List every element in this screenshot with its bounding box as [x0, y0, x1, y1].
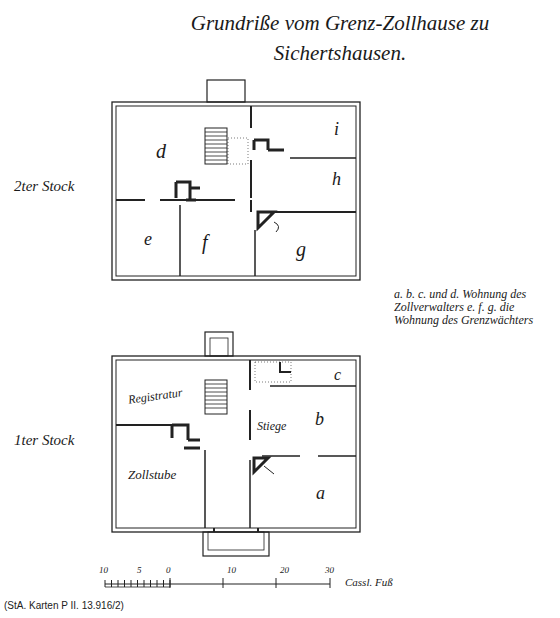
scale-bar — [105, 578, 330, 588]
wall-line — [258, 212, 274, 228]
wall-line — [254, 458, 268, 472]
wall-line — [205, 450, 250, 528]
room-letter: b — [315, 410, 324, 430]
wall-line — [251, 200, 356, 212]
floor-label: 1ter Stock — [14, 432, 74, 449]
wall-line — [116, 106, 356, 276]
wall-line — [105, 583, 330, 584]
wall-line — [105, 578, 330, 588]
upper-floor — [112, 80, 360, 280]
wall-line — [116, 424, 175, 426]
wall-line — [270, 385, 356, 387]
floor-label: 2ter Stock — [14, 178, 74, 195]
room-letter: g — [296, 238, 306, 260]
wall-line — [172, 425, 200, 448]
room-letter: a — [316, 484, 325, 504]
plan-title: Grundriße vom Grenz-Zollhause zu Sichert… — [150, 8, 530, 69]
wall-line — [207, 80, 245, 102]
wall-line — [205, 380, 227, 414]
wall-line — [214, 528, 258, 532]
wall-line — [274, 222, 279, 232]
wall-line — [264, 466, 274, 474]
room-letter: d — [156, 140, 166, 162]
wall-line — [208, 532, 264, 550]
wall-line — [205, 132, 227, 160]
wall-line — [249, 360, 251, 440]
scale-number: 30 — [325, 566, 334, 576]
scale-unit: Cassl. Fuß — [345, 576, 393, 588]
wall-line — [205, 332, 233, 356]
wall-line — [228, 138, 248, 164]
room-letter: h — [332, 170, 341, 190]
wall-line — [112, 102, 360, 280]
lower-floor — [112, 332, 360, 556]
wall-line — [250, 106, 252, 198]
room-letter: i — [334, 120, 339, 140]
room-letter: e — [144, 230, 152, 250]
wall-line — [112, 356, 360, 532]
room-letter: f — [202, 231, 208, 253]
scale-number: 10 — [99, 566, 108, 576]
room-name: Registratur — [127, 386, 183, 407]
wall-line — [254, 140, 284, 150]
wall-line — [205, 128, 227, 164]
wall-line — [262, 455, 356, 457]
wall-line — [210, 338, 228, 356]
wall-line — [179, 205, 181, 276]
room-name: Zollstube — [128, 468, 176, 482]
room-letter: c — [334, 366, 341, 384]
wall-line — [116, 360, 356, 528]
archive-caption: (StA. Karten P II. 13.916/2) — [4, 600, 124, 611]
scale-number: 20 — [280, 566, 289, 576]
scale-number: 10 — [227, 566, 236, 576]
wall-line — [254, 230, 256, 276]
scale-number: 5 — [137, 566, 142, 576]
legend-note: a. b. c. und d. Wohnung des Zollverwalte… — [394, 288, 544, 328]
wall-line — [205, 384, 227, 408]
wall-line — [280, 362, 291, 372]
scale-number: 0 — [166, 566, 171, 576]
wall-line — [203, 532, 269, 556]
wall-line — [255, 362, 291, 382]
wall-line — [176, 182, 200, 200]
wall-line — [290, 157, 356, 159]
room-name: Stiege — [257, 420, 286, 433]
wall-line — [116, 199, 235, 201]
